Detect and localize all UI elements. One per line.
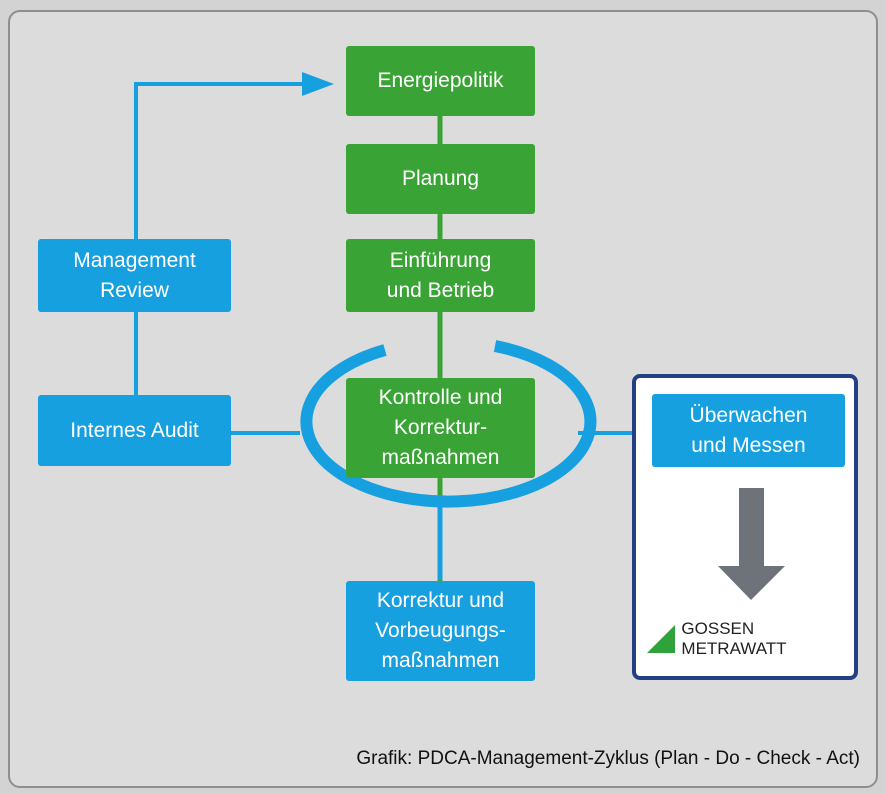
einfuehrung-box: Einführung und Betrieb xyxy=(346,239,535,312)
caption: Grafik: PDCA-Management-Zyklus (Plan - D… xyxy=(356,748,860,769)
cycle-ring xyxy=(300,340,597,508)
review-arrow-head xyxy=(302,72,334,96)
ueberwachen-box: Überwachen und Messen xyxy=(652,394,845,467)
logo-text: GOSSEN METRAWATT xyxy=(681,619,787,658)
internes-audit-box: Internes Audit xyxy=(38,395,231,466)
gossen-metrawatt-logo: GOSSEN METRAWATT xyxy=(645,619,855,658)
kontrolle-box: Kontrolle und Korrektur- maßnahmen xyxy=(346,378,535,478)
korrektur-box: Korrektur und Vorbeugungs- maßnahmen xyxy=(346,581,535,681)
energiepolitik-box: Energiepolitik xyxy=(346,46,535,116)
planung-box: Planung xyxy=(346,144,535,214)
management-review-box: Management Review xyxy=(38,239,231,312)
logo-triangle-icon xyxy=(647,625,675,653)
